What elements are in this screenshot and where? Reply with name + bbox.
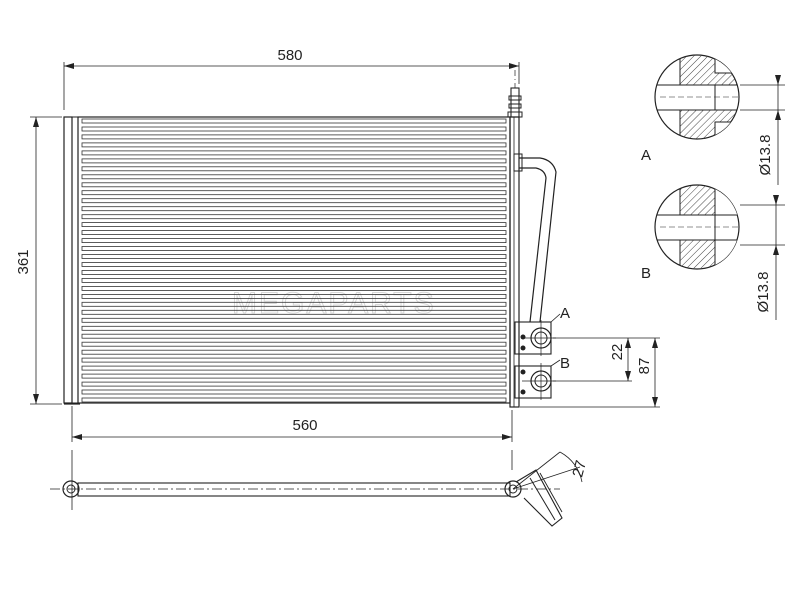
- core-tube: [81, 254, 507, 259]
- side-view: 27: [50, 450, 590, 527]
- right-tank: [507, 70, 523, 408]
- core-tube: [81, 198, 507, 204]
- detail-a: Ø13.8 A: [641, 54, 785, 185]
- core-tube: [81, 357, 507, 363]
- detail-b-label: B: [641, 265, 651, 282]
- core-tube: [81, 293, 507, 299]
- core-tube: [81, 142, 507, 148]
- core-tube: [81, 317, 507, 323]
- detail-a-label: A: [641, 147, 651, 164]
- core-tube: [81, 333, 507, 339]
- core-tube: [81, 166, 507, 172]
- core-tube: [81, 206, 507, 212]
- core-tube: [81, 158, 507, 164]
- condenser-core: [77, 116, 511, 404]
- dim-angle: 27: [569, 459, 590, 480]
- dimension-361: 361: [15, 116, 62, 405]
- dim-overall-width: 580: [277, 47, 302, 64]
- dimension-22-87: 22 87: [520, 337, 660, 408]
- core-tube: [81, 214, 507, 220]
- core-tube: [81, 238, 507, 244]
- core-tube: [81, 373, 507, 379]
- watermark: MEGAPARTS: [232, 287, 436, 320]
- core-tube: [81, 126, 507, 132]
- core-tube: [81, 381, 507, 387]
- core-tube: [81, 365, 507, 371]
- core-tube: [81, 182, 507, 188]
- core-tube: [81, 190, 507, 196]
- dim-height: 361: [15, 249, 32, 274]
- dimension-560: 560: [71, 406, 513, 442]
- core-tube: [81, 222, 507, 228]
- core-tube: [81, 270, 507, 275]
- outlet-pipe: [513, 153, 557, 323]
- dim-core-width: 560: [292, 417, 317, 434]
- core-tube: [81, 349, 507, 355]
- core-tube: [81, 301, 507, 307]
- core-tube: [81, 246, 507, 251]
- port-a-label: A: [560, 305, 570, 322]
- core-tubes: [81, 118, 507, 403]
- core-tube: [81, 230, 507, 236]
- dim-diameter-a: Ø13.8: [757, 135, 774, 176]
- core-tube: [81, 134, 507, 140]
- core-tube: [81, 118, 507, 124]
- dimension-580: 580: [63, 47, 520, 110]
- core-tube: [81, 285, 507, 291]
- detail-b: Ø13.8 B: [641, 184, 785, 320]
- core-tube: [81, 174, 507, 180]
- core-tube: [81, 397, 507, 403]
- core-tube: [81, 277, 507, 283]
- core-tube: [81, 341, 507, 347]
- core-tube: [81, 150, 507, 156]
- dim-pipe-offset: 87: [636, 358, 653, 375]
- port-b-label: B: [560, 355, 570, 372]
- dim-pipe-spacing: 22: [609, 344, 626, 361]
- core-tube: [81, 309, 507, 315]
- fitting-b: [514, 363, 556, 400]
- core-tube: [81, 262, 507, 267]
- dim-diameter-b: Ø13.8: [755, 272, 772, 313]
- core-tube: [81, 325, 507, 331]
- core-tube: [81, 389, 507, 395]
- fitting-a: [514, 320, 556, 356]
